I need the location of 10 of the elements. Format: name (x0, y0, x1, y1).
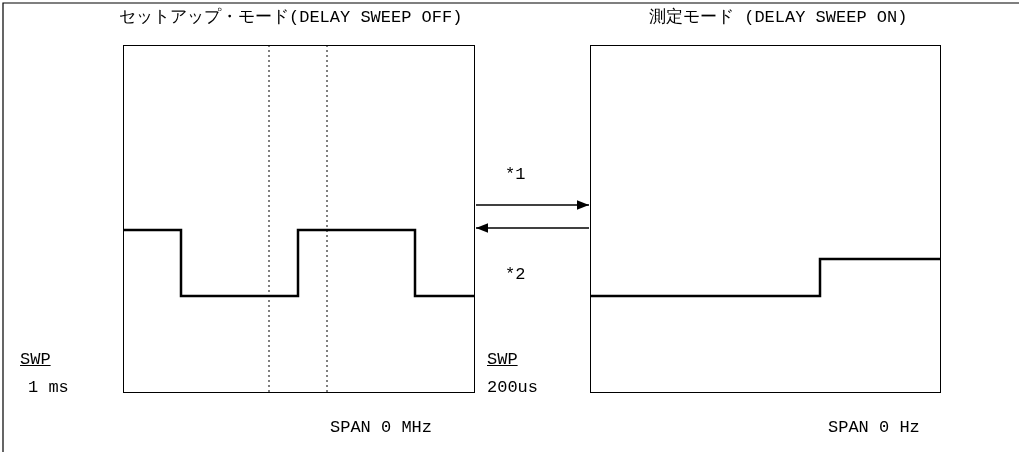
screen-title: 測定モード (DELAY SWEEP ON) (649, 8, 908, 28)
span-label: SPAN 0 Hz (828, 418, 920, 438)
sweep-time: 200us (487, 378, 538, 398)
sweep-label: SWP (487, 350, 518, 370)
span-label: SPAN 0 MHz (330, 418, 433, 438)
arrow (475, 200, 590, 210)
sweep-time: 1 ms (28, 378, 69, 398)
screen-title: セットアップ・モード(DELAY SWEEP OFF) (119, 8, 463, 28)
sweep-label: SWP (20, 350, 51, 370)
arrow (475, 223, 590, 233)
